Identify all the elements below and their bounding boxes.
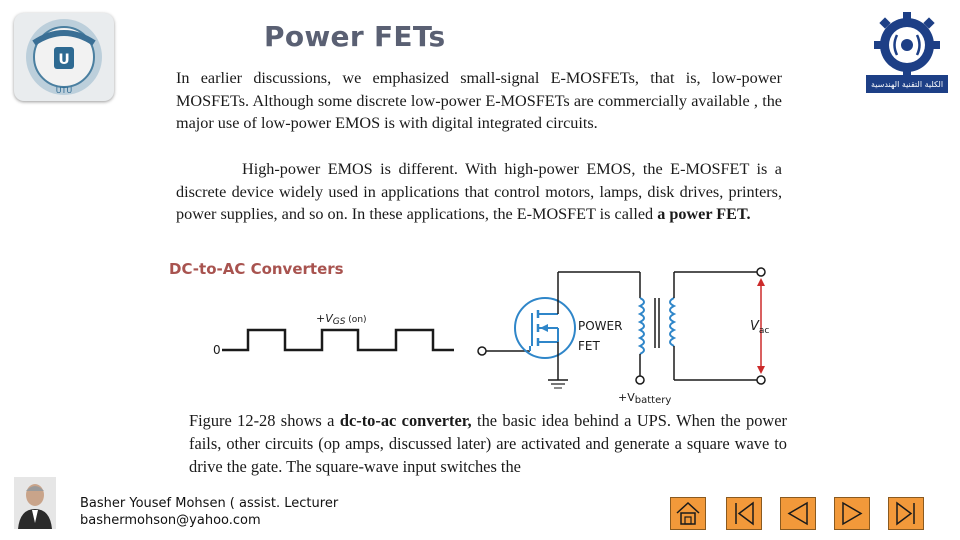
- vbattery-label: +Vbattery: [618, 391, 671, 406]
- secondary-coil: [669, 297, 677, 347]
- svg-text:U: U: [58, 52, 69, 68]
- square-wave: [222, 328, 454, 352]
- previous-icon: [787, 501, 808, 526]
- power-fet-paragraph: High-power EMOS is different. With high-…: [176, 158, 782, 226]
- fet-label: FET: [578, 339, 600, 353]
- output-terminal-bottom: [756, 375, 766, 385]
- last-slide-icon: [896, 501, 915, 526]
- author-photo-icon: [14, 477, 56, 529]
- converter-term: dc-to-ac converter,: [339, 411, 472, 430]
- output-terminal-top: [756, 267, 766, 277]
- author-name: Basher Yousef Mohsen ( assist. Lecturer: [80, 496, 339, 511]
- section-heading: DC-to-AC Converters: [169, 260, 344, 278]
- author-email: bashermohson@yahoo.com: [80, 513, 261, 528]
- primary-coil: [637, 297, 645, 355]
- college-logo: الكلية التقنية الهندسية: [864, 9, 950, 95]
- last-slide-button[interactable]: [888, 497, 924, 530]
- first-slide-icon: [735, 501, 754, 526]
- university-logo-text: UTU: [56, 86, 73, 95]
- zero-label: 0: [213, 343, 221, 357]
- converter-paragraph: Figure 12-28 shows a dc-to-ac converter,…: [189, 409, 787, 478]
- gate-terminal: [477, 346, 487, 356]
- converter-paragraph-continued: the basic idea behind a UPS. When the po…: [189, 411, 788, 476]
- gear-icon: الكلية التقنية الهندسية: [866, 12, 948, 93]
- converter-paragraph-text: Figure 12-28 shows a: [189, 411, 340, 430]
- author-info: Basher Yousef Mohsen ( assist. Lecturer …: [80, 495, 338, 529]
- battery-terminal: [635, 375, 645, 385]
- power-fet-term: a power FET.: [657, 205, 751, 224]
- home-button[interactable]: [670, 497, 706, 530]
- vac-label: Vac: [750, 319, 769, 336]
- dc-to-ac-converter-figure: 0 +VGS (on) POWER FET +Vbattery Vac: [213, 267, 769, 406]
- vgs-label: +VGS (on): [316, 312, 367, 327]
- intro-paragraph: In earlier discussions, we emphasized sm…: [176, 69, 782, 133]
- power-fet-paragraph-text: High-power EMOS is different. With high-…: [176, 160, 782, 224]
- university-emblem-icon: U UTU: [26, 19, 102, 95]
- fet-symbol: [514, 297, 576, 359]
- next-slide-button[interactable]: [834, 497, 870, 530]
- next-icon: [842, 501, 863, 526]
- power-fet-label: POWER: [578, 319, 622, 333]
- slide-title: Power FETs: [264, 20, 446, 53]
- author-avatar: [14, 477, 56, 529]
- college-logo-text: الكلية التقنية الهندسية: [871, 80, 943, 89]
- previous-slide-button[interactable]: [780, 497, 816, 530]
- university-logo: U UTU: [14, 13, 114, 101]
- first-slide-button[interactable]: [726, 497, 762, 530]
- home-icon: [676, 501, 700, 525]
